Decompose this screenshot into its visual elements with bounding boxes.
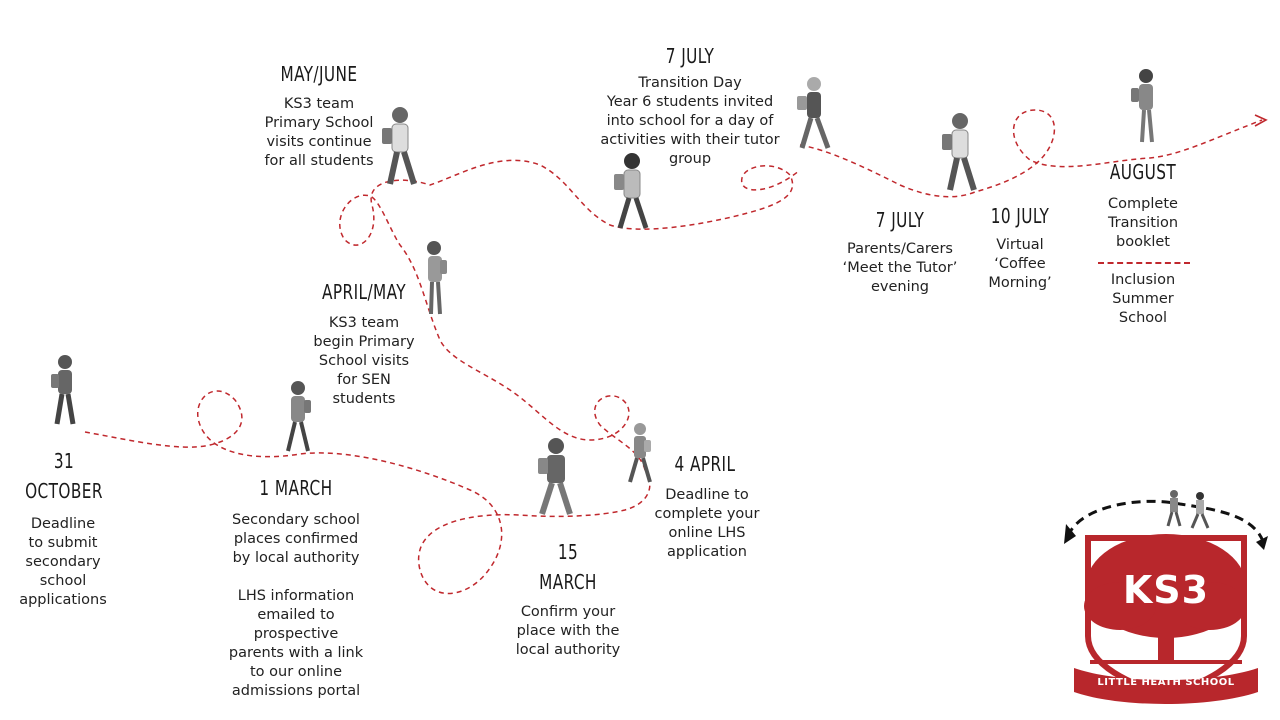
logo-title: KS3 [1122, 568, 1210, 612]
event-text: KS3 team begin Primary School visits for… [313, 315, 415, 407]
event-date: 10 JULY [990, 204, 1050, 228]
event-date: AUGUST [1109, 160, 1177, 184]
event-text: Virtual ‘Coffee Morning’ [988, 237, 1052, 291]
dashed-divider [1098, 262, 1190, 264]
event-text: Inclusion Summer School [1110, 272, 1176, 326]
logo-school-name: LITTLE HEATH SCHOOL [1097, 677, 1235, 688]
walking-student-icon [942, 113, 977, 191]
event-text: KS3 team Primary School visits continue … [264, 96, 374, 169]
event-date: 4 APRIL [674, 452, 736, 476]
event-text: Secondary school places confirmed by loc… [228, 512, 364, 699]
walking-student-icon [51, 355, 76, 425]
event-date: 15 MARCH [539, 540, 597, 594]
walking-student-icon [628, 423, 652, 483]
walking-student-icon [382, 107, 417, 185]
event-date: 1 MARCH [259, 476, 333, 500]
walking-student-icon [797, 77, 831, 149]
event-text: Confirm your place with the local author… [515, 604, 621, 658]
event-text: Deadline to complete your online LHS app… [654, 487, 760, 560]
event-date: 7 JULY [875, 208, 925, 232]
walking-student-icon [427, 241, 447, 315]
walking-student-icon [614, 153, 649, 229]
event-date: 7 JULY [665, 44, 715, 68]
walking-student-icon [286, 381, 311, 452]
event-text: Transition Day Year 6 students invited i… [600, 75, 780, 167]
ks3-logo [1064, 490, 1268, 704]
walking-student-icon [538, 438, 573, 515]
event-text: Deadline to submit secondary school appl… [19, 516, 107, 608]
event-text: Parents/Carers ‘Meet the Tutor’ evening [842, 241, 958, 295]
walking-student-icon [1131, 69, 1154, 143]
event-date: 31 OCTOBER [25, 449, 103, 503]
event-text: Complete Transition booklet [1107, 196, 1179, 250]
event-date: MAY/JUNE [280, 62, 358, 86]
event-date: APRIL/MAY [322, 280, 406, 304]
